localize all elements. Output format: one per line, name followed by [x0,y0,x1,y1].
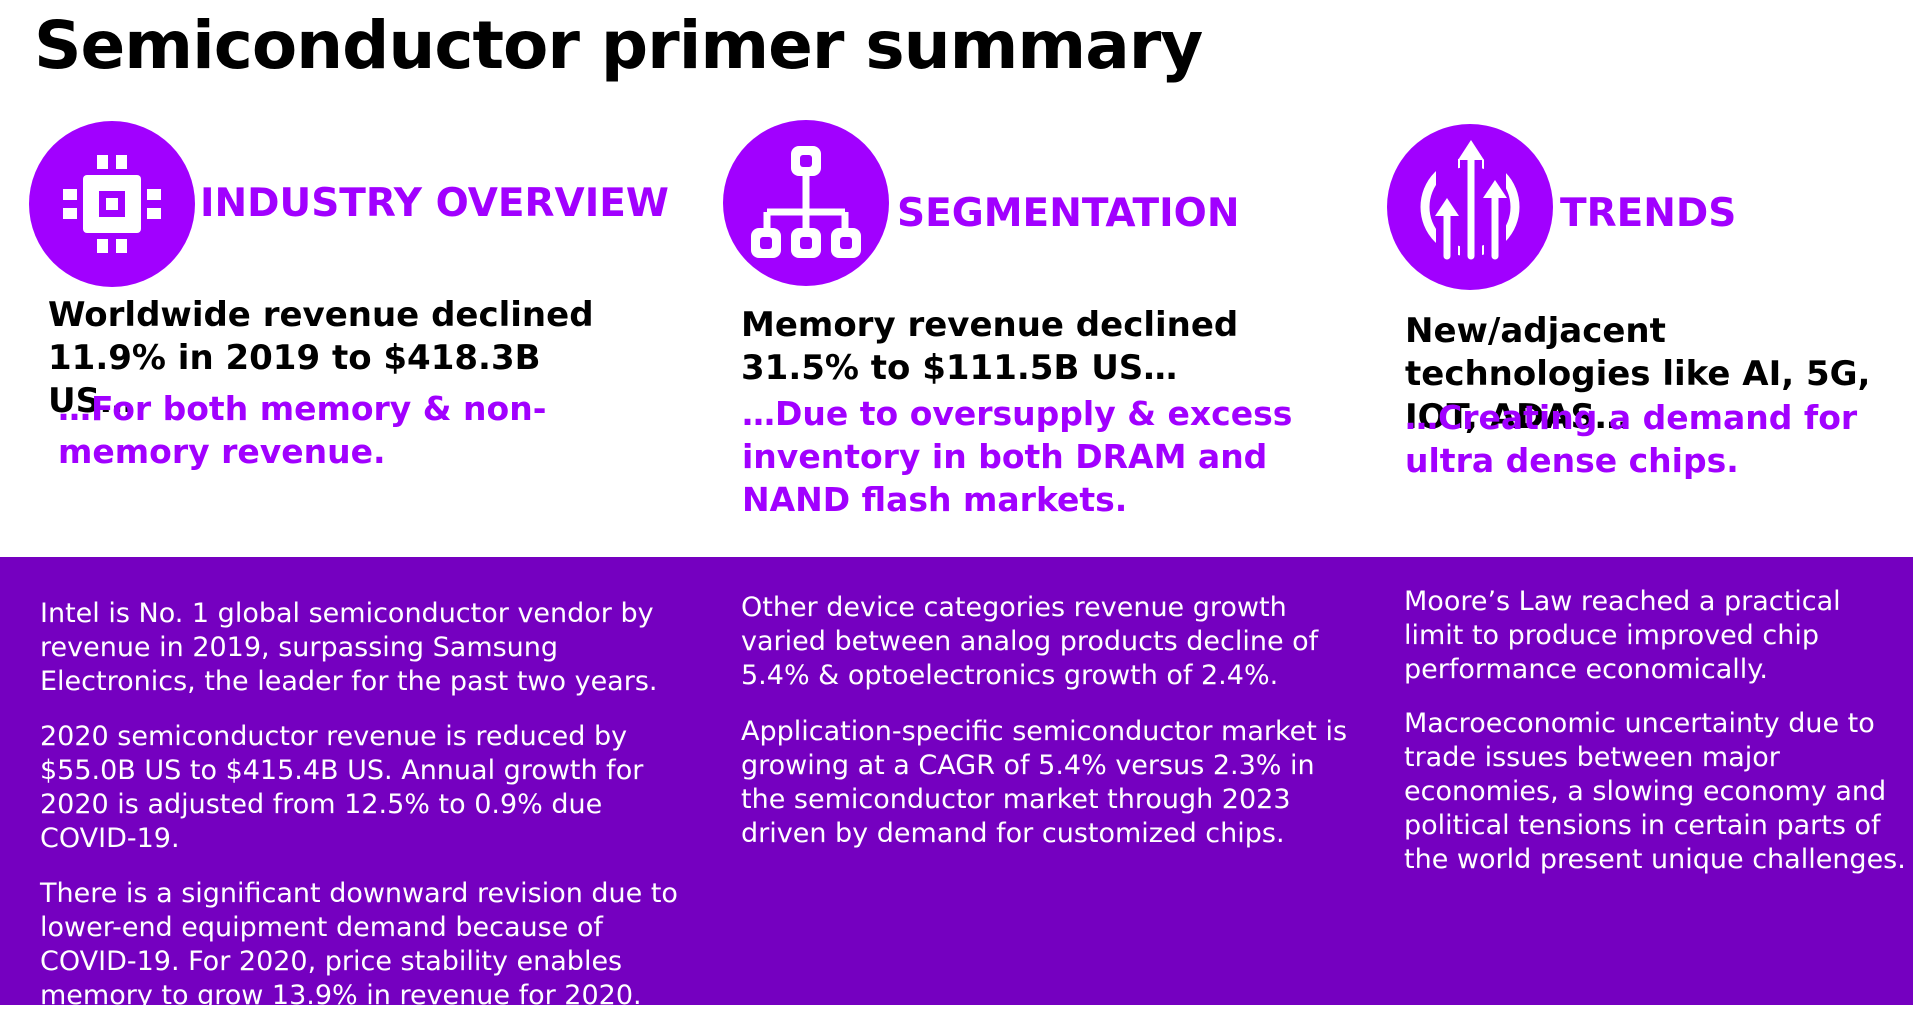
paragraph-segmentation-2: Application-specific semiconductor marke… [741,716,1348,849]
page-title: Semiconductor primer summary [34,7,1203,84]
paragraph-segmentation-1: Other device categories revenue growth v… [741,592,1319,691]
headline-industry-overview: Worldwide revenue declined 11.9% in 2019… [48,295,594,421]
paragraph-industry-3: There is a significant downward revision… [40,878,678,1011]
section-label-industry-overview: INDUSTRY OVERVIEW [200,181,669,226]
paragraph-industry-1: Intel is No. 1 global semiconductor vend… [40,598,658,697]
subheadline-segmentation: …Due to oversupply & excess inventory in… [742,394,1293,519]
section-label-trends: TRENDS [1560,191,1737,236]
details-band: Intel is No. 1 global semiconductor vend… [0,557,1913,1011]
trend-arrows-icon [1387,124,1553,290]
paragraph-trends-2: Macroeconomic uncertainty due to trade i… [1404,708,1906,875]
paragraph-industry-2: 2020 semiconductor revenue is reduced by… [40,721,644,854]
subheadline-trends: …Creating a demand for ultra dense chips… [1405,398,1858,480]
section-label-segmentation: SEGMENTATION [897,191,1240,236]
headline-segmentation: Memory revenue declined 31.5% to $111.5B… [741,305,1239,388]
headline-trends: New/adjacent technologies like AI, 5G, I… [1405,311,1871,437]
chip-icon [29,121,195,287]
hierarchy-icon [723,120,889,286]
paragraph-trends-1: Moore’s Law reached a practical limit to… [1404,586,1841,685]
subheadline-industry-overview: …For both memory & non-memory revenue. [58,389,547,471]
